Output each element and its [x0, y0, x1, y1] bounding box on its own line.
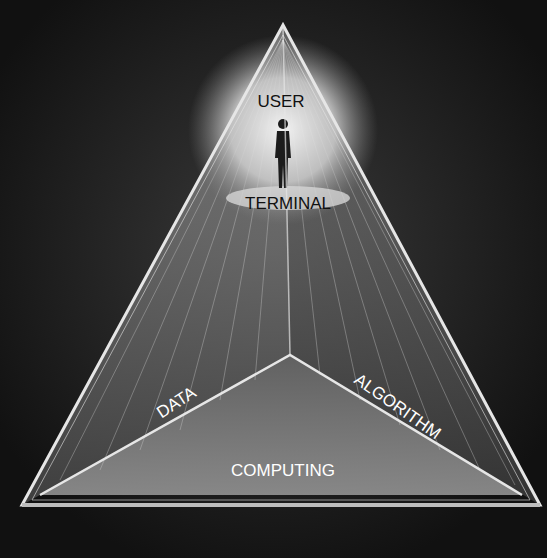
part-label: USER	[257, 93, 304, 110]
light-glow	[188, 35, 378, 225]
part-label: TERMINAL	[245, 195, 331, 212]
part-label: COMPUTING	[231, 462, 335, 479]
person-figure	[275, 119, 291, 188]
pyramid-edges	[22, 25, 540, 505]
